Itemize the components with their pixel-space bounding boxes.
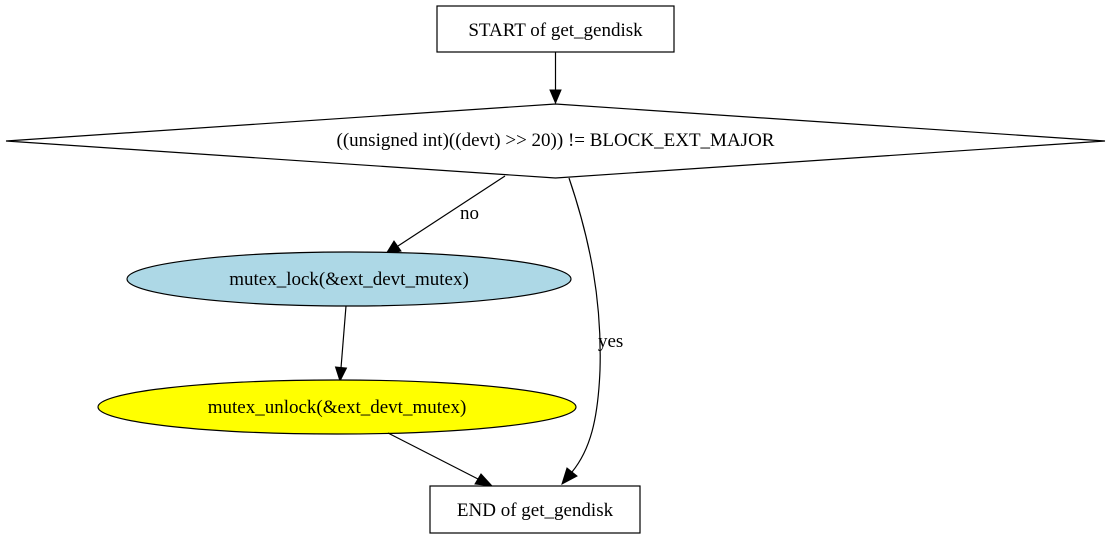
edge-start-to-decision [549,52,562,105]
start-node-label: START of get_gendisk [468,20,643,41]
start-node: START of get_gendisk [436,5,675,53]
edge-no-label: no [460,203,479,224]
edge-lock-to-unlock [334,305,348,383]
mutex-unlock-label: mutex_unlock(&ext_devt_mutex) [208,397,467,418]
mutex-unlock-ellipse [97,379,577,435]
edge-no: no [384,175,506,255]
mutex-unlock-node: mutex_unlock(&ext_devt_mutex) [97,379,577,435]
decision-node: ((unsigned int)((devt) >> 20)) != BLOCK_… [5,103,1106,179]
edge-yes: yes [561,177,623,486]
edge-unlock-to-end [387,432,494,487]
edge-yes-label: yes [598,331,623,352]
end-node: END of get_gendisk [429,485,641,534]
mutex-lock-node: mutex_lock(&ext_devt_mutex) [126,251,572,307]
decision-node-label: ((unsigned int)((devt) >> 20)) != BLOCK_… [337,130,775,151]
end-node-label: END of get_gendisk [457,500,614,521]
mutex-lock-ellipse [126,251,572,307]
mutex-lock-label: mutex_lock(&ext_devt_mutex) [229,269,469,290]
